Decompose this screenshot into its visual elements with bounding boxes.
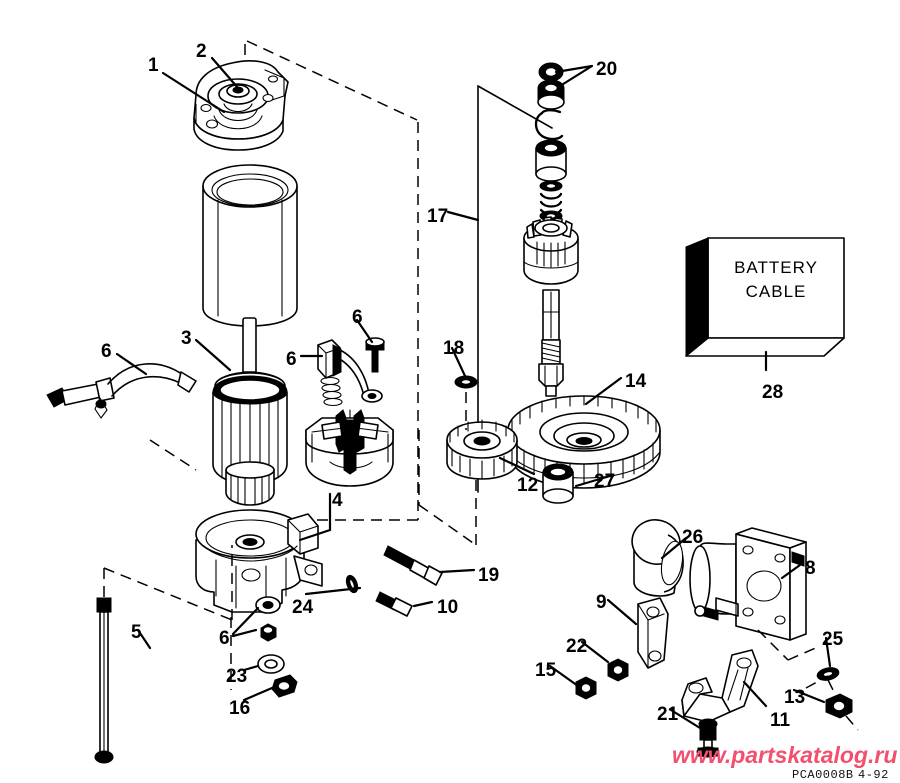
- part-through-bolt: [94, 597, 114, 764]
- callout-20: 20: [596, 59, 618, 80]
- part-bolts: [375, 545, 443, 617]
- callout-24: 24: [292, 597, 314, 618]
- callout-12: 12: [517, 475, 539, 496]
- callout-6-brush: 6: [286, 349, 297, 370]
- callout-10: 10: [437, 597, 459, 618]
- part-drive-end-cap: [193, 60, 289, 151]
- part-lock-nut-13: [825, 693, 853, 719]
- part-thrust-washer: [454, 375, 478, 389]
- callout-8: 8: [805, 558, 816, 579]
- part-motor-frame: [202, 164, 298, 327]
- part-armature: [212, 317, 288, 506]
- part-drive-shaft: [538, 289, 564, 397]
- callout-28: 28: [762, 382, 784, 403]
- part-pinion-drive: [523, 216, 579, 285]
- callout-18: 18: [443, 338, 465, 359]
- callout-9: 9: [596, 592, 607, 613]
- part-screw-21: [696, 718, 720, 758]
- part-retainer-and-nut: [537, 62, 565, 110]
- callout-2: 2: [196, 41, 207, 62]
- callout-6-washer-nut: 6: [219, 628, 230, 649]
- part-spacer-sleeve: [535, 139, 567, 182]
- callout-13: 13: [784, 687, 806, 708]
- callout-25: 25: [822, 629, 844, 650]
- callout-19: 19: [478, 565, 500, 586]
- footer-sheet-code: PCA0008B: [792, 768, 854, 782]
- callout-6-brush-screw: 6: [352, 307, 363, 328]
- assembly-boundary-lower-left: [103, 439, 233, 621]
- part-bushing: [542, 463, 574, 504]
- assembly-boundary-right: [418, 392, 477, 546]
- callout-14: 14: [625, 371, 647, 392]
- part-brush-lead-wire: [46, 363, 197, 419]
- callout-1: 1: [148, 55, 159, 76]
- leader-lines: [115, 56, 832, 730]
- callout-23: 23: [226, 666, 248, 687]
- callout-22: 22: [566, 636, 588, 657]
- part-washer-25: [816, 667, 840, 681]
- part-hex-nuts: [575, 658, 629, 700]
- callout-3: 3: [181, 328, 192, 349]
- callout-15: 15: [535, 660, 557, 681]
- part-pinion-gear: [446, 419, 518, 480]
- callout-16: 16: [229, 698, 251, 719]
- battery-cable-label-line1: BATTERY: [734, 258, 818, 277]
- callout-26: 26: [682, 527, 704, 548]
- part-drive-spring: [539, 180, 563, 222]
- part-mount-bracket: [681, 649, 759, 723]
- footer-revision: 4-92: [858, 768, 889, 782]
- callout-27: 27: [594, 471, 616, 492]
- part-solenoid: [689, 527, 807, 641]
- part-battery-cable-box: [685, 237, 845, 357]
- battery-cable-label-line2: CABLE: [745, 282, 807, 301]
- part-link-strap: [637, 597, 669, 669]
- callout-6-lead-wire: 6: [101, 341, 112, 362]
- part-brush-plate: [305, 409, 394, 487]
- part-commutator-end-cap: [195, 509, 323, 613]
- assembly-boundary-solenoid: [757, 629, 859, 731]
- callout-4: 4: [332, 490, 343, 511]
- callout-5: 5: [131, 622, 142, 643]
- callout-21: 21: [657, 704, 679, 725]
- callout-17: 17: [427, 206, 449, 227]
- part-brush-set: [317, 337, 385, 407]
- callout-11: 11: [770, 710, 791, 731]
- part-rubber-boot: [631, 519, 684, 597]
- part-snap-ring: [534, 109, 564, 141]
- site-watermark: www.partskatalog.ru: [672, 742, 898, 768]
